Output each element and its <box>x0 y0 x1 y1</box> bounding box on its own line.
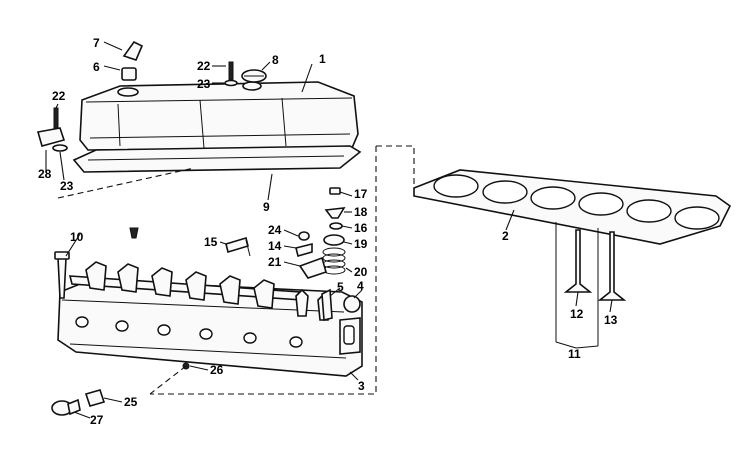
rocker-stud <box>225 236 251 257</box>
leader-lines <box>45 41 613 419</box>
head-ports <box>75 316 303 348</box>
callout-11: 11 <box>568 347 581 361</box>
callout-5: 5 <box>337 280 344 294</box>
callout-28: 28 <box>38 167 52 181</box>
callouts: 1 2 3 4 5 6 7 8 9 10 11 12 13 14 15 16 1… <box>38 36 618 427</box>
cover-screw-top <box>224 61 238 87</box>
lower-fittings <box>51 362 190 416</box>
callout-10: 10 <box>70 230 84 244</box>
rocker-arm-assembly <box>68 261 331 321</box>
callout-8: 8 <box>272 53 279 67</box>
head-bolt <box>54 251 70 299</box>
callout-9: 9 <box>263 200 270 214</box>
breather-plug <box>129 227 139 239</box>
callout-2: 2 <box>502 229 509 243</box>
callout-18: 18 <box>354 205 368 219</box>
callout-27: 27 <box>90 413 104 427</box>
valve-cover <box>79 81 359 151</box>
callout-23-top: 23 <box>197 77 211 91</box>
valves-and-pushrods <box>555 222 627 346</box>
cover-gasket <box>72 145 362 173</box>
callout-1: 1 <box>319 52 326 66</box>
callout-17: 17 <box>354 187 368 201</box>
rocker-arms <box>85 261 275 309</box>
callout-12: 12 <box>570 307 584 321</box>
callout-13: 13 <box>604 313 618 327</box>
callout-7: 7 <box>93 36 100 50</box>
head-gasket <box>413 169 732 245</box>
callout-23-left: 23 <box>60 179 74 193</box>
cover-plug <box>241 69 267 83</box>
callout-19: 19 <box>354 237 368 251</box>
valve-spring <box>322 247 346 275</box>
callout-4: 4 <box>357 279 364 293</box>
callout-25: 25 <box>124 395 138 409</box>
callout-14: 14 <box>268 239 282 253</box>
callout-21: 21 <box>268 255 282 269</box>
valve-guide <box>321 288 361 322</box>
cover-bracket <box>36 107 68 152</box>
callout-6: 6 <box>93 60 100 74</box>
callout-26: 26 <box>210 363 224 377</box>
callout-16: 16 <box>354 221 368 235</box>
cylinder-head <box>57 279 363 377</box>
valve-spring-parts <box>295 187 346 279</box>
callout-20: 20 <box>354 265 368 279</box>
callout-3: 3 <box>358 379 365 393</box>
callout-22-top: 22 <box>197 59 211 73</box>
gasket-bores <box>433 174 720 230</box>
callout-24: 24 <box>268 223 282 237</box>
oil-filler-cap <box>121 40 144 81</box>
callout-22-left: 22 <box>52 89 66 103</box>
callout-15: 15 <box>204 235 218 249</box>
